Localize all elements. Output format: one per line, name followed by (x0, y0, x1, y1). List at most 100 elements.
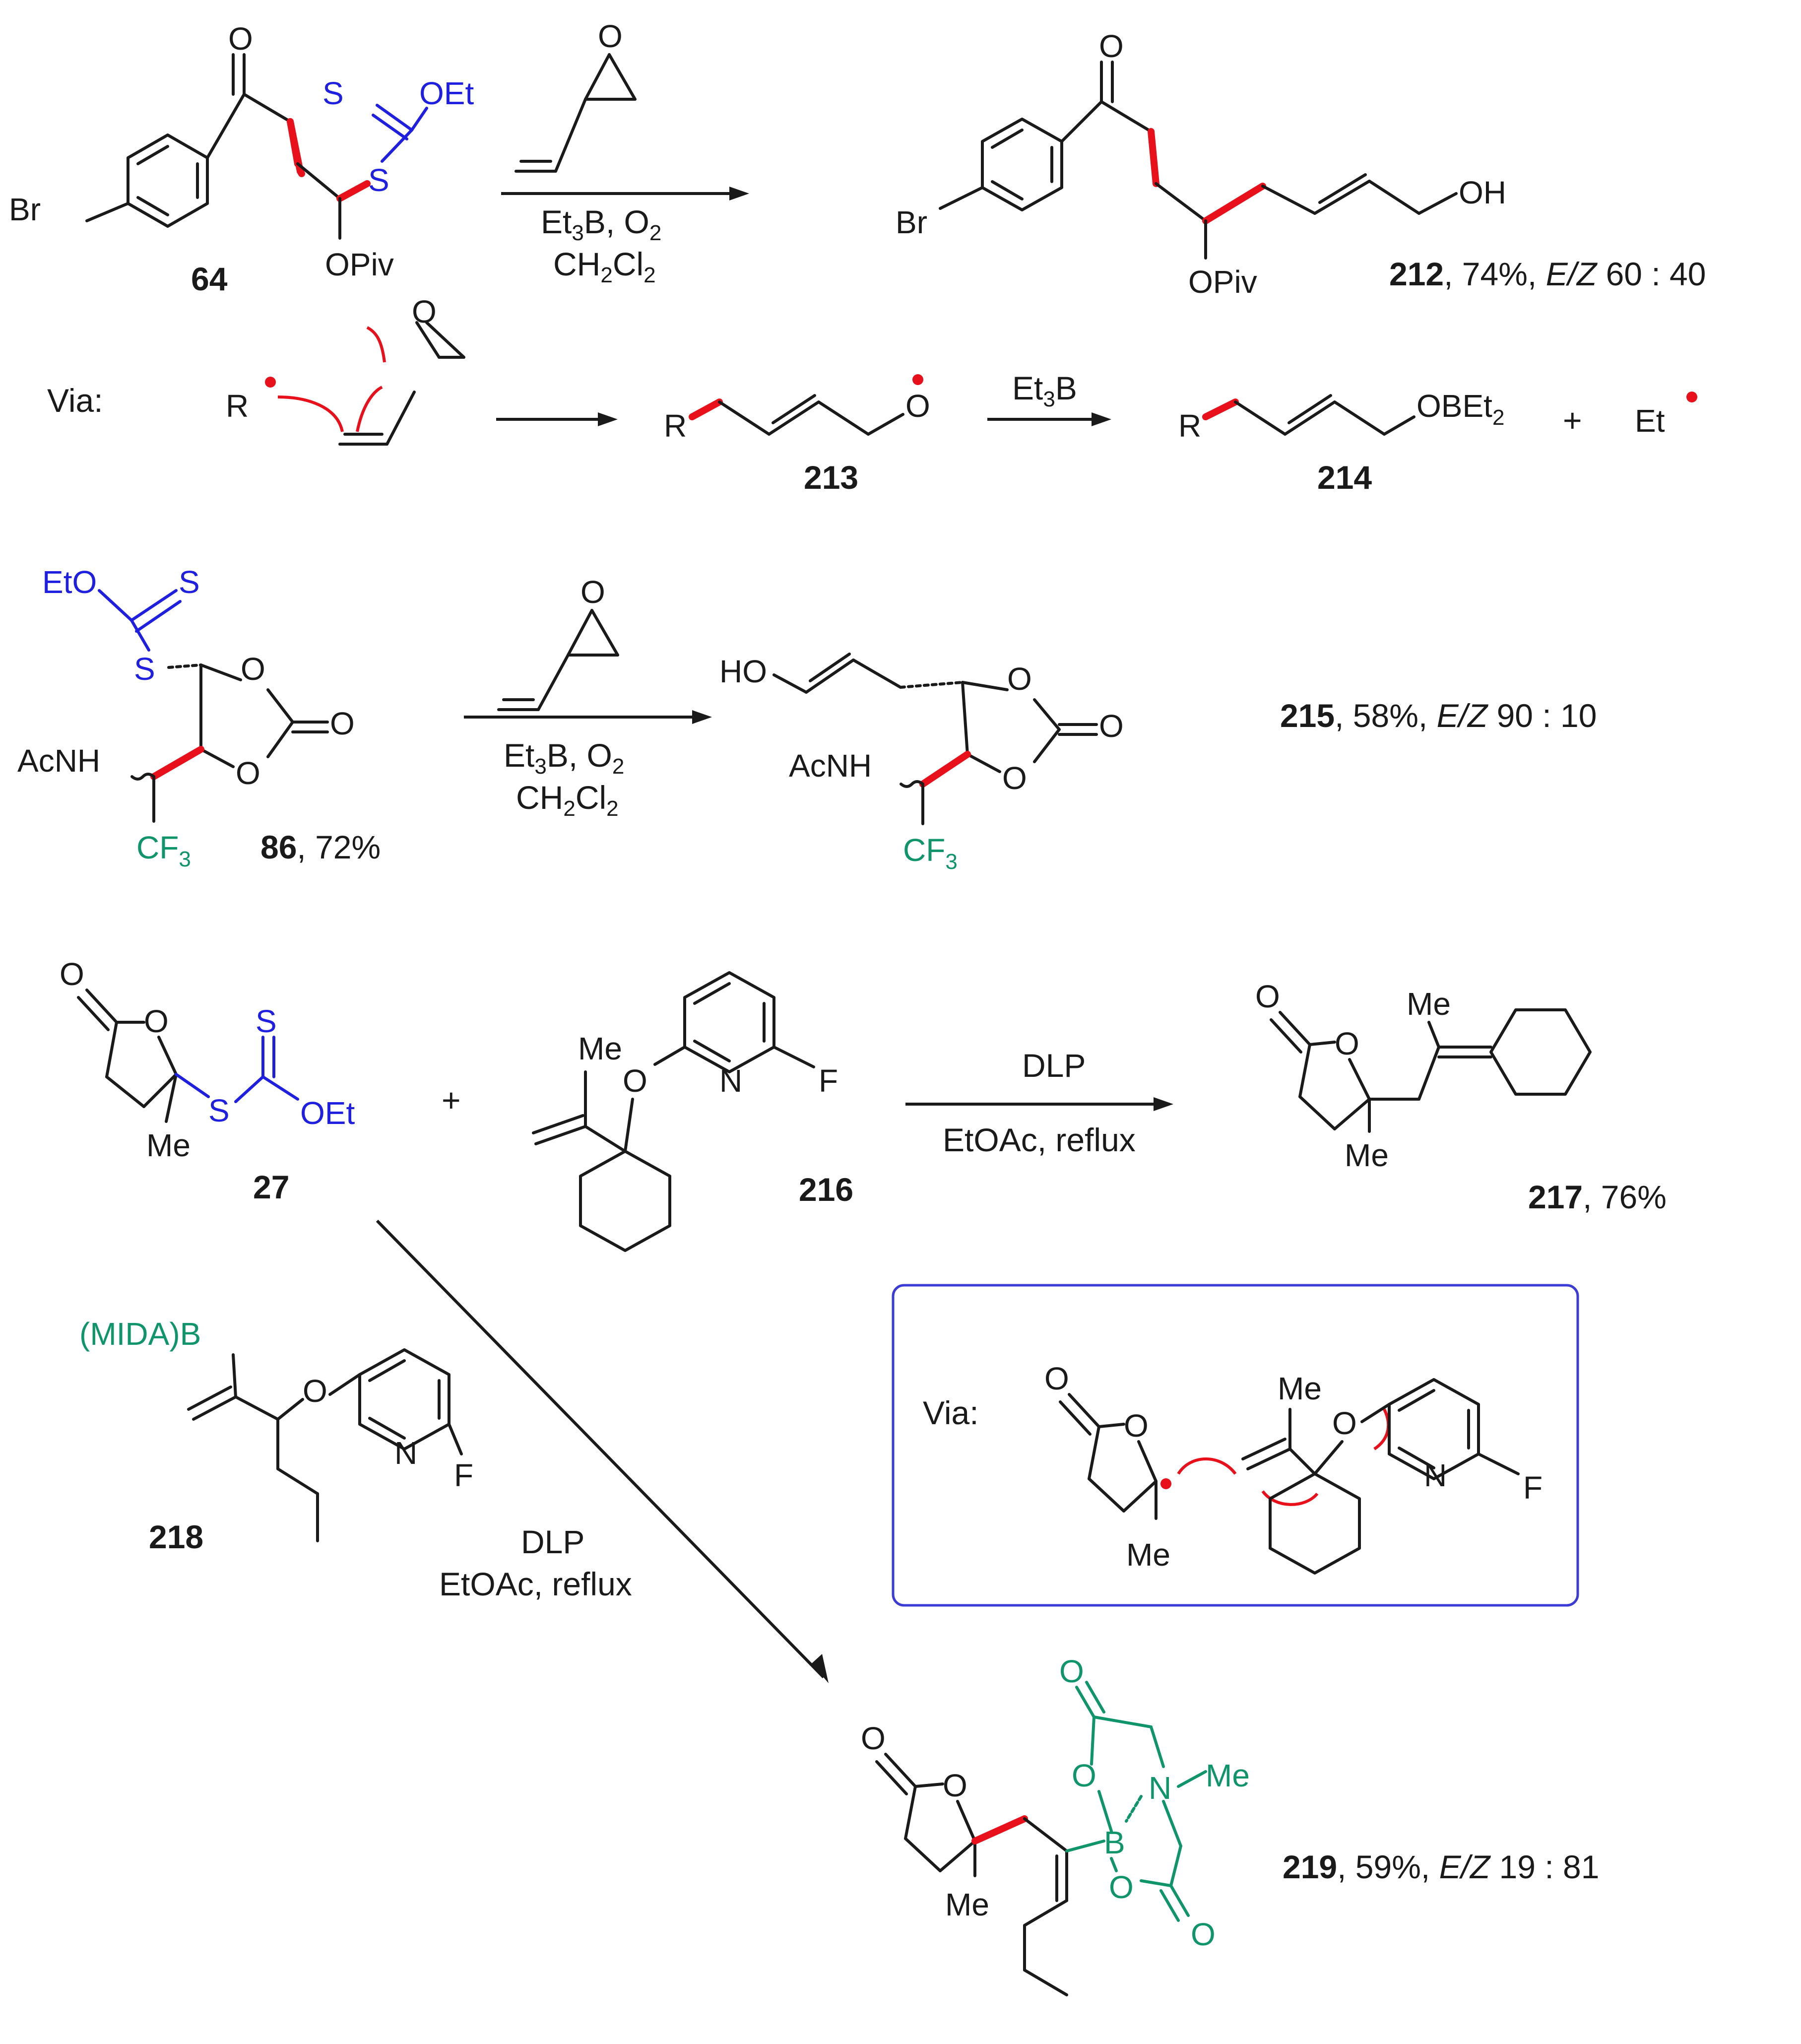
condition-r4-reagent: DLP (521, 1523, 584, 1560)
boron-atom: B (1104, 1825, 1125, 1860)
sulfur-atom: S (368, 162, 389, 198)
carbonyl-oxygen: O (861, 1720, 886, 1756)
epoxide-oxygen: O (598, 18, 623, 54)
carbonyl-oxygen: O (60, 956, 84, 992)
via-box (892, 1284, 1579, 1607)
acetamido-group: AcNH (789, 748, 872, 784)
compound-218: (MIDA)B O N F 218 (79, 1316, 473, 1555)
ring-oxygen-2: O (1002, 760, 1027, 796)
thione-sulfur: S (179, 564, 200, 600)
ethoxy-group: EtO (42, 564, 97, 600)
condition-r4-solvent: EtOAc, reflux (439, 1566, 632, 1602)
curly-arrow-3 (366, 326, 386, 363)
reaction-arrow-2-head (692, 710, 712, 724)
carbonyl-oxygen: O (1099, 708, 1124, 744)
methyl-group: Me (1126, 1537, 1170, 1573)
compound-212-label: 212, 74%, E/Z 60 : 40 (1389, 256, 1706, 292)
compound-217: O O Me Me 217, 76% (1255, 979, 1667, 1215)
ethoxy-group: OEt (419, 75, 474, 111)
radical-dot (912, 374, 923, 385)
compound-212: Br O OPiv OH (896, 28, 1506, 300)
methyl-group: Me (146, 1127, 191, 1163)
compound-213: R O 213 (664, 374, 930, 496)
opiv-group: OPiv (325, 247, 394, 282)
radical-r: R (664, 408, 687, 444)
pyridine-nitrogen: N (719, 1063, 742, 1099)
mechanism-arrow-2-head (1092, 412, 1111, 426)
sulfur-atom: S (134, 651, 155, 687)
trifluoromethyl-group: CF3 (903, 832, 958, 874)
acetamido-group: AcNH (17, 743, 100, 779)
compound-64-label: 64 (191, 261, 228, 297)
carbonyl-oxygen: O (1044, 1361, 1069, 1396)
compound-215: HO O O O AcNH CF3 (719, 653, 1124, 874)
radical-dot (1160, 1478, 1171, 1489)
hydroxyl-group: HO (719, 654, 767, 689)
compound-27-label: 27 (253, 1169, 289, 1205)
compound-86-label: 86, 72% (260, 829, 381, 865)
curly-arrow-1 (277, 396, 344, 432)
carbonyl-oxygen: O (330, 706, 355, 741)
carbonyl-oxygen: O (1099, 28, 1124, 64)
carbonyl-oxygen: O (1255, 979, 1280, 1014)
mechanism-step-1: R O (226, 294, 465, 446)
vinyl-epoxide-reagent-1: O (515, 18, 637, 173)
compound-218-label: 218 (149, 1518, 203, 1555)
ring-oxygen-2: O (236, 755, 260, 791)
ether-oxygen: O (303, 1373, 327, 1409)
compound-213-label: 213 (804, 459, 858, 496)
borinate-group: OBEt2 (1416, 388, 1504, 430)
curly-arrow-6 (1373, 1408, 1390, 1451)
condition-r2-line2: CH2Cl2 (516, 779, 619, 821)
compound-215-label: 215, 58%, E/Z 90 : 10 (1280, 697, 1597, 734)
methyl-group: Me (1345, 1137, 1389, 1173)
box-via-label: Via: (923, 1394, 979, 1431)
sulfur-atom: S (208, 1093, 230, 1128)
curly-arrow-4 (1177, 1457, 1237, 1475)
hydroxyl-group: OH (1459, 175, 1506, 210)
alkoxy-oxygen: O (905, 388, 930, 424)
condition-r1-line2: CH2Cl2 (553, 246, 656, 287)
mida-boronate: (MIDA)B (79, 1316, 201, 1352)
mida-nitrogen: N (1149, 1770, 1171, 1806)
thione-sulfur: S (322, 75, 344, 111)
epoxide-oxygen: O (580, 574, 605, 610)
plus-sign: + (442, 1082, 461, 1119)
plus-sign: + (1563, 402, 1582, 439)
ring-oxygen: O (1335, 1026, 1359, 1061)
thione-sulfur: S (256, 1003, 277, 1039)
opiv-group: OPiv (1188, 264, 1257, 300)
fluorine-atom: F (1523, 1470, 1543, 1506)
epoxide-oxygen: O (412, 294, 437, 330)
methyl-group-2: Me (1407, 986, 1451, 1022)
trifluoromethyl-group: CF3 (136, 830, 191, 871)
pyridine-nitrogen: N (1424, 1457, 1447, 1493)
compound-216-label: 216 (799, 1171, 853, 1208)
fluorine-atom: F (819, 1063, 838, 1099)
radical-dot (265, 377, 276, 388)
ring-oxygen: O (1124, 1408, 1149, 1444)
compound-217-label: 217, 76% (1528, 1179, 1667, 1215)
curly-arrow-5 (1261, 1490, 1319, 1506)
methyl-group: Me (945, 1887, 989, 1922)
ring-oxygen-1: O (1007, 661, 1032, 697)
via-label: Via: (47, 382, 103, 419)
ring-oxygen: O (144, 1003, 169, 1039)
condition-r2-line1: Et3B, O2 (504, 737, 624, 779)
bromine-atom: Br (9, 192, 41, 227)
reaction-arrow-4-head (812, 1654, 829, 1683)
box-mechanism: O O Me Me O N F (1044, 1361, 1543, 1575)
radical-dot (1686, 392, 1697, 402)
bromine-atom: Br (896, 204, 927, 240)
compound-214-label: 214 (1317, 459, 1372, 496)
via-reagent: Et3B (1012, 370, 1077, 411)
compound-27: O O Me S S OEt 27 (60, 956, 355, 1205)
methyl-group-2: Me (1278, 1371, 1322, 1406)
ether-oxygen: O (1332, 1405, 1357, 1441)
compound-86: EtO S S O O O AcNH CF3 (17, 564, 355, 871)
methyl-group: Me (578, 1031, 622, 1066)
mida-methyl: Me (1206, 1758, 1250, 1793)
radical-r: R (1178, 408, 1201, 444)
reaction-arrow-3-head (1154, 1097, 1173, 1111)
